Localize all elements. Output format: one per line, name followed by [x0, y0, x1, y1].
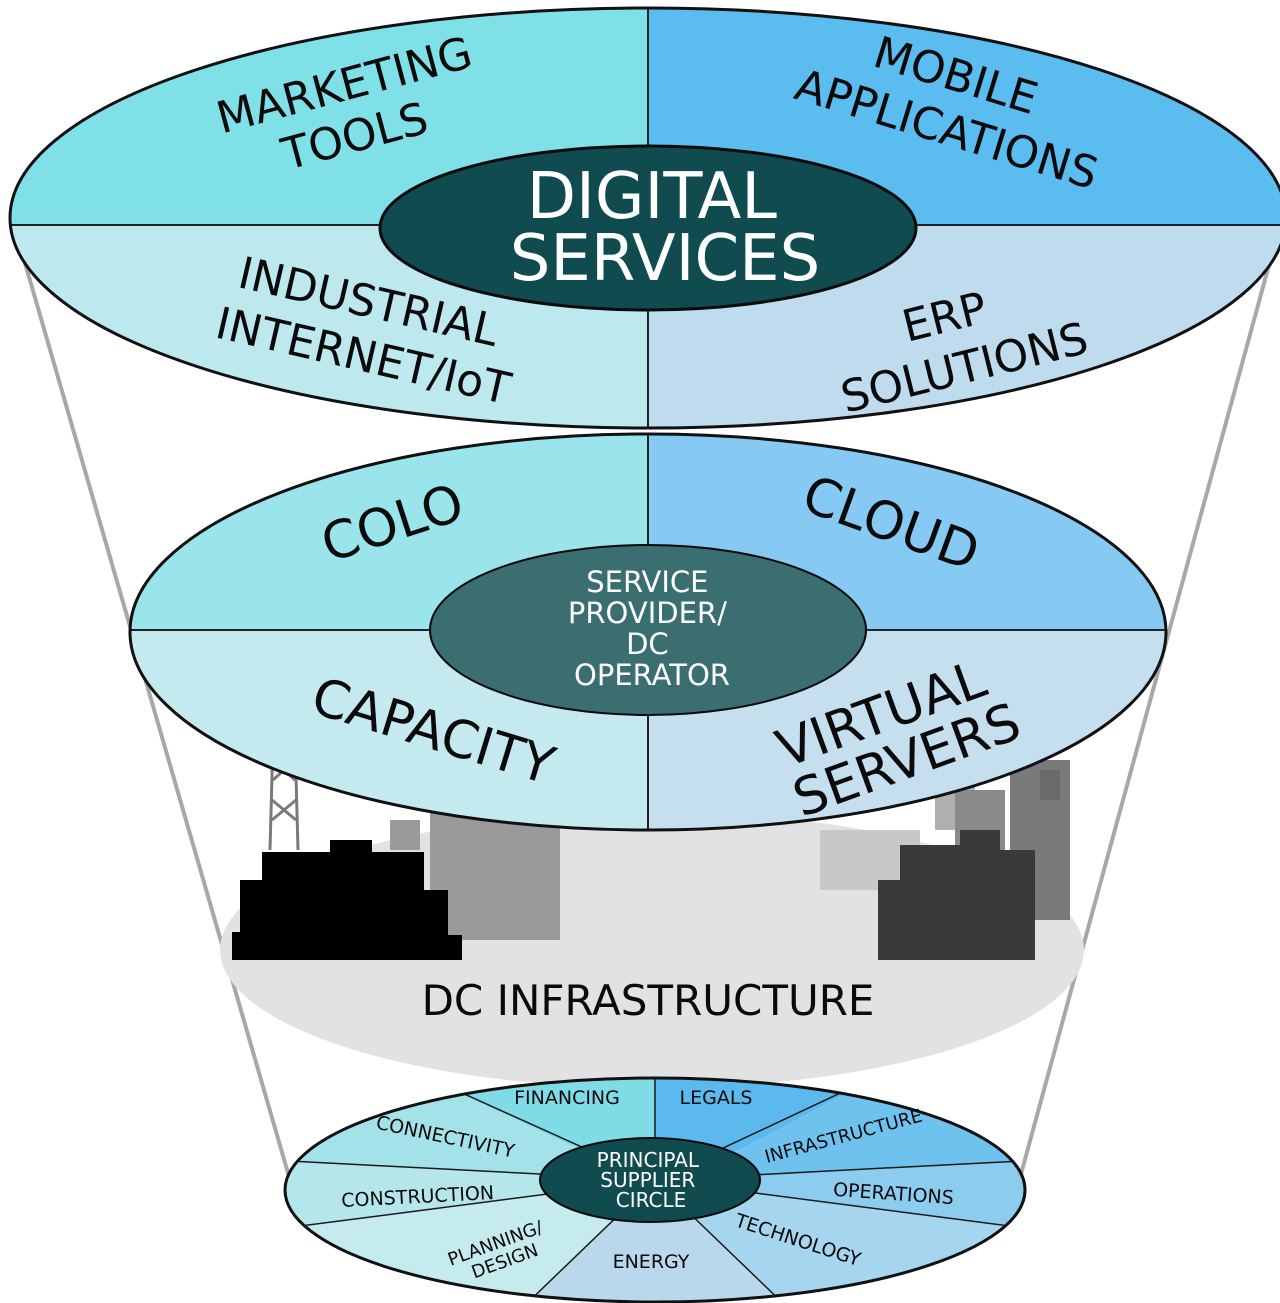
svg-text:SERVICE PROVIDER/: SERVICE PROVIDER/ DC OPERATOR	[568, 565, 736, 692]
svg-text:DIGITAL SERVICES: DIGITAL SERVICES	[510, 160, 820, 296]
digital-services-center	[378, 144, 918, 312]
digital-services-layer: MARKETING TOOLS MOBILE APPLICATIONS INDU…	[8, 6, 1280, 430]
dc-infrastructure-label: DC INFRASTRUCTURE	[422, 976, 875, 1025]
service-provider-center	[429, 544, 867, 716]
legals-label: LEGALS	[680, 1087, 753, 1109]
dc-infrastructure-layer: DC INFRASTRUCTURE	[220, 698, 1084, 1088]
supplier-circle-layer: FINANCING LEGALS CONNECTIVITY INFRASTRUC…	[283, 1076, 1027, 1303]
service-provider-center-label: DC	[626, 627, 669, 661]
industrial-skyline-right	[820, 760, 1070, 960]
digital-services-center-label: SERVICES	[510, 222, 820, 296]
service-provider-center-label: OPERATOR	[574, 658, 730, 692]
digital-services-center-label: DIGITAL	[527, 160, 778, 234]
svg-text:PRINCIPAL SUPPLIER: PRINCIPAL SUPPLIER CIRCLE	[597, 1148, 706, 1212]
energy-wedge	[520, 1180, 790, 1302]
supplier-circle-center-label: SUPPLIER	[600, 1168, 695, 1192]
supplier-circle-center-label: PRINCIPAL	[597, 1148, 700, 1172]
supplier-circle-center-label: CIRCLE	[616, 1188, 687, 1212]
supplier-circle-center	[539, 1137, 761, 1223]
service-provider-center-label: PROVIDER/	[568, 596, 727, 630]
financing-label: FINANCING	[514, 1087, 620, 1109]
service-provider-center-label: SERVICE	[586, 565, 708, 599]
energy-label: ENERGY	[613, 1251, 690, 1273]
funnel-outline	[12, 224, 1280, 1186]
